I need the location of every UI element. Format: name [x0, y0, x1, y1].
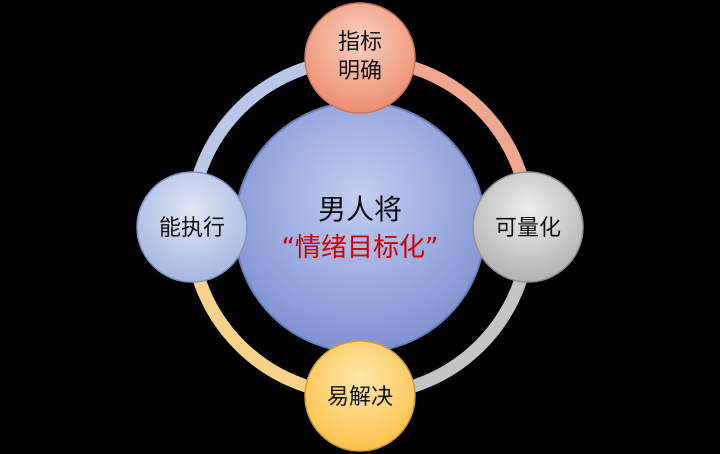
node-right: 可量化 — [472, 171, 584, 283]
ring-arc-left-top — [193, 61, 313, 179]
ring-arc-right-bottom — [407, 275, 527, 393]
ring-arc-top-right — [407, 61, 527, 179]
ring-arc-bottom-left — [193, 275, 313, 393]
node-top: 指标 明确 — [304, 2, 416, 114]
node-left-label: 能执行 — [159, 216, 225, 241]
center-subtitle: “情绪目标化” — [282, 233, 439, 263]
node-bottom: 易解决 — [304, 340, 416, 452]
node-top-line1: 指标 — [338, 30, 382, 55]
center-title: 男人将 — [318, 193, 402, 226]
node-bottom-label: 易解决 — [327, 385, 393, 410]
node-left: 能执行 — [136, 171, 248, 283]
center-node: 男人将 “情绪目标化” — [234, 101, 486, 353]
node-right-label: 可量化 — [495, 216, 561, 241]
node-top-line2: 明确 — [338, 59, 382, 84]
